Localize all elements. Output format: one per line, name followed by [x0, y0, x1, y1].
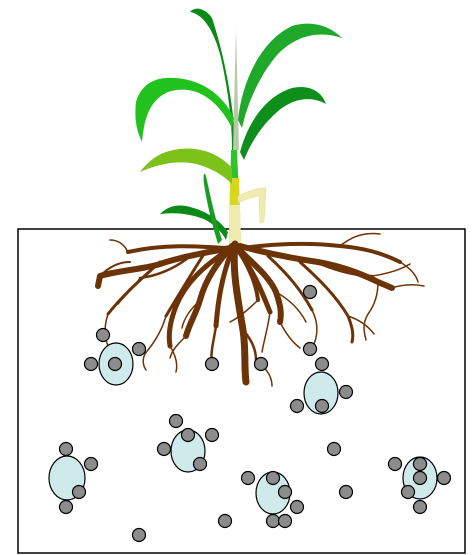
soil-particle-icon — [85, 358, 98, 371]
plant-icon — [135, 9, 342, 245]
soil-particle-icon — [340, 486, 353, 499]
soil-box — [18, 229, 465, 553]
root-31 — [340, 234, 380, 247]
stem-base — [229, 205, 241, 245]
root-21 — [392, 285, 424, 288]
soil-particle-icon — [255, 358, 268, 371]
soil-particle-icon — [291, 501, 304, 514]
leaf-upper-left — [135, 78, 234, 142]
soil-particle-icon — [304, 343, 317, 356]
soil-particle-icon — [97, 329, 110, 342]
root-39 — [372, 264, 410, 276]
soil-particle-icon — [328, 443, 341, 456]
soil-particle-icon — [182, 429, 195, 442]
root-35 — [118, 278, 140, 304]
soil-particle-icon — [267, 515, 280, 528]
soil-particles — [60, 286, 451, 542]
soil-particle-icon — [267, 472, 280, 485]
leaf-sheath — [238, 188, 266, 223]
soil-particle-icon — [389, 458, 402, 471]
soil-particle-icon — [438, 472, 451, 485]
root-32 — [110, 240, 128, 252]
soil-particle-icon — [85, 458, 98, 471]
soil-particle-icon — [60, 443, 73, 456]
soil-particle-icon — [279, 515, 292, 528]
soil-particle-icon — [60, 501, 73, 514]
root-27 — [280, 322, 300, 348]
root-28 — [170, 336, 186, 358]
soil-particle-icon — [194, 458, 207, 471]
soil-particle-icon — [73, 486, 86, 499]
leaf-mid-right — [240, 87, 326, 160]
soil-particle-icon — [414, 458, 427, 471]
root-2 — [186, 246, 232, 336]
leaf-top — [190, 9, 236, 150]
leaf-mid-left — [140, 149, 232, 184]
root-25 — [312, 310, 317, 344]
leaf-lower-left-blade — [204, 174, 222, 244]
soil-particle-icon — [242, 472, 255, 485]
soil-particle-icon — [206, 358, 219, 371]
soil-particle-icon — [170, 415, 183, 428]
soil-particle-icon — [340, 386, 353, 399]
soil-particle-icon — [402, 486, 415, 499]
soil-particle-icon — [304, 286, 317, 299]
leaf-spike — [233, 28, 239, 150]
soil-particle-icon — [109, 358, 122, 371]
soil-particle-icon — [414, 501, 427, 514]
soil-particle-icon — [206, 429, 219, 442]
soil-particle-icon — [414, 472, 427, 485]
soil-particle-icon — [291, 400, 304, 413]
soil-particle-icon — [316, 400, 329, 413]
root-23 — [143, 316, 166, 370]
leaf-upper-right — [238, 24, 342, 128]
soil-particle-icon — [316, 358, 329, 371]
soil-particle-icon — [133, 343, 146, 356]
root-36 — [262, 312, 270, 352]
soil-particle-icon — [158, 443, 171, 456]
soil-particle-icon — [279, 486, 292, 499]
soil-particle-icon — [219, 515, 232, 528]
soil-particle-icon — [133, 529, 146, 542]
